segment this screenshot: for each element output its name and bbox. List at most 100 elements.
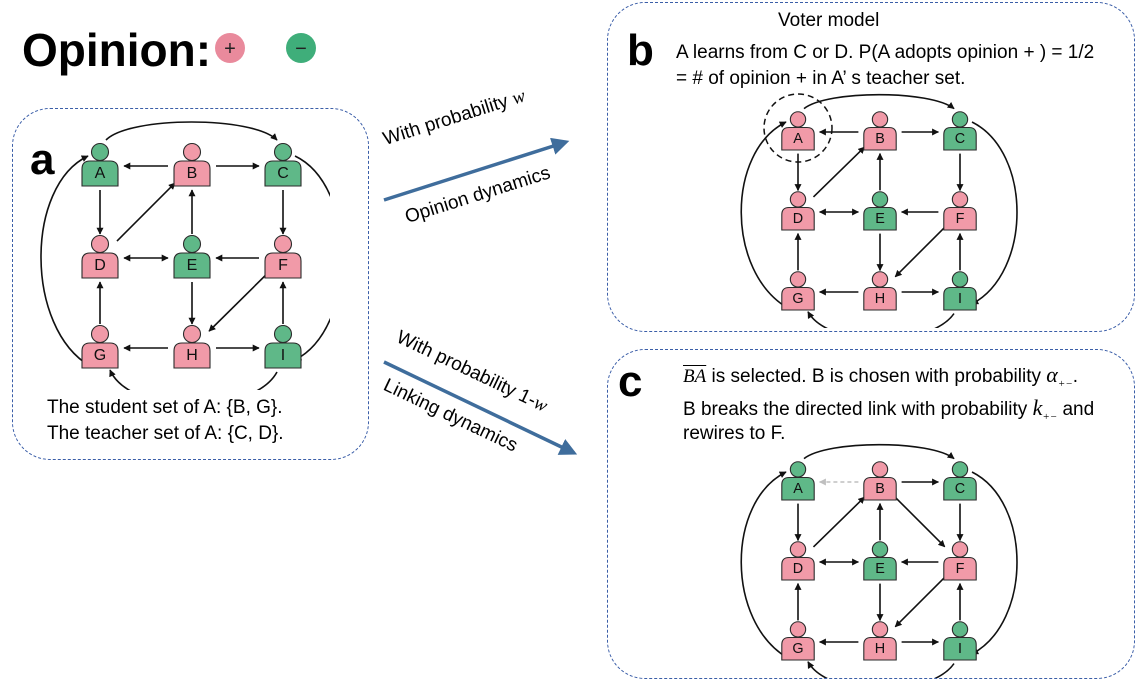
node-body bbox=[173, 160, 211, 187]
node-label: E bbox=[875, 561, 885, 577]
node-head bbox=[871, 271, 889, 288]
arrow-to-opinion-dynamics bbox=[383, 137, 570, 202]
node-head bbox=[951, 191, 969, 208]
edge-A-C bbox=[803, 443, 955, 460]
node-F: F bbox=[943, 191, 977, 231]
node-body bbox=[943, 126, 977, 151]
node-body bbox=[173, 342, 211, 369]
node-body bbox=[863, 206, 897, 231]
node-D: D bbox=[781, 541, 815, 581]
node-E: E bbox=[173, 234, 211, 279]
node-label: B bbox=[187, 165, 198, 182]
node-head bbox=[789, 191, 807, 208]
panel-c-line3: rewires to F. bbox=[683, 423, 786, 444]
edges-c bbox=[740, 443, 1018, 678]
node-head bbox=[182, 234, 202, 254]
node-head bbox=[273, 324, 293, 344]
panel-a bbox=[12, 108, 369, 460]
node-G: G bbox=[781, 271, 815, 311]
edge-A-C bbox=[803, 93, 955, 110]
node-label: D bbox=[793, 211, 803, 227]
legend-minus-symbol: − bbox=[295, 38, 307, 60]
node-G: G bbox=[81, 324, 119, 369]
legend-plus-marker bbox=[215, 33, 245, 63]
panel-b-line2: = # of opinion + in A’ s teacher set. bbox=[676, 68, 966, 89]
edge-D-B bbox=[812, 146, 866, 198]
node-head bbox=[951, 111, 969, 128]
node-F: F bbox=[943, 541, 977, 581]
edge-F-H bbox=[894, 576, 946, 628]
node-body bbox=[863, 476, 897, 501]
node-body bbox=[264, 342, 302, 369]
node-head bbox=[90, 142, 110, 162]
node-label: I bbox=[958, 641, 962, 657]
node-head bbox=[871, 541, 889, 558]
node-label: F bbox=[278, 257, 288, 274]
transition-arrows bbox=[383, 137, 578, 455]
edge-G-A bbox=[740, 471, 789, 659]
alpha-symbol: α bbox=[1046, 362, 1058, 387]
node-I: I bbox=[943, 621, 977, 661]
edge-D-B bbox=[812, 496, 866, 548]
node-label: C bbox=[277, 165, 289, 182]
k-symbol: k bbox=[1032, 395, 1043, 420]
node-I: I bbox=[943, 271, 977, 311]
node-label: F bbox=[956, 561, 965, 577]
node-label: I bbox=[958, 291, 962, 307]
node-label: I bbox=[281, 347, 285, 364]
edge-I-G bbox=[109, 369, 278, 390]
node-body bbox=[264, 252, 302, 279]
legend-title: Opinion: bbox=[22, 24, 212, 76]
edge-C-I bbox=[971, 121, 1018, 305]
node-head bbox=[273, 234, 293, 254]
node-label: C bbox=[955, 131, 965, 147]
edge-F-H bbox=[208, 274, 267, 332]
node-A: A bbox=[763, 93, 833, 163]
node-head bbox=[871, 111, 889, 128]
node-H: H bbox=[173, 324, 211, 369]
node-H: H bbox=[863, 621, 897, 661]
panel-c-line1: BA is selected. B is chosen with probabi… bbox=[683, 362, 1078, 397]
node-G: G bbox=[781, 621, 815, 661]
node-B: B bbox=[863, 461, 897, 501]
node-E: E bbox=[863, 541, 897, 581]
highlight-circle bbox=[763, 93, 833, 163]
node-body bbox=[81, 342, 119, 369]
panel-a-letter: a bbox=[30, 135, 55, 184]
node-head bbox=[951, 621, 969, 638]
node-body bbox=[173, 252, 211, 279]
vector-ba: BA bbox=[683, 366, 707, 387]
node-B: B bbox=[173, 142, 211, 187]
node-B: B bbox=[863, 111, 897, 151]
edge-G-A bbox=[40, 155, 91, 367]
node-body bbox=[863, 556, 897, 581]
node-E: E bbox=[863, 191, 897, 231]
node-head bbox=[789, 621, 807, 638]
edge-D-B bbox=[116, 182, 176, 242]
arrow-to-linking-dynamics bbox=[383, 360, 578, 455]
node-body bbox=[943, 636, 977, 661]
node-D: D bbox=[81, 234, 119, 279]
node-D: D bbox=[781, 191, 815, 231]
edges-b bbox=[740, 93, 1018, 328]
node-C: C bbox=[943, 111, 977, 151]
panel-b-line1: A learns from C or D. P(A adopts opinion… bbox=[676, 42, 1095, 63]
node-label: D bbox=[793, 561, 803, 577]
node-head bbox=[90, 234, 110, 254]
node-label: B bbox=[875, 481, 885, 497]
panel-c-letter: c bbox=[618, 357, 643, 406]
edge-F-H bbox=[894, 226, 946, 278]
edges-a bbox=[40, 121, 330, 390]
node-head bbox=[182, 324, 202, 344]
node-label: G bbox=[94, 347, 106, 364]
node-body bbox=[781, 206, 815, 231]
node-body bbox=[81, 252, 119, 279]
node-head bbox=[871, 461, 889, 478]
edge-G-A bbox=[740, 121, 789, 309]
panel-b bbox=[607, 2, 1135, 332]
legend-markers: + − bbox=[215, 33, 316, 63]
node-head bbox=[871, 621, 889, 638]
panel-c-line2: B breaks the directed link with probabil… bbox=[683, 395, 1094, 430]
